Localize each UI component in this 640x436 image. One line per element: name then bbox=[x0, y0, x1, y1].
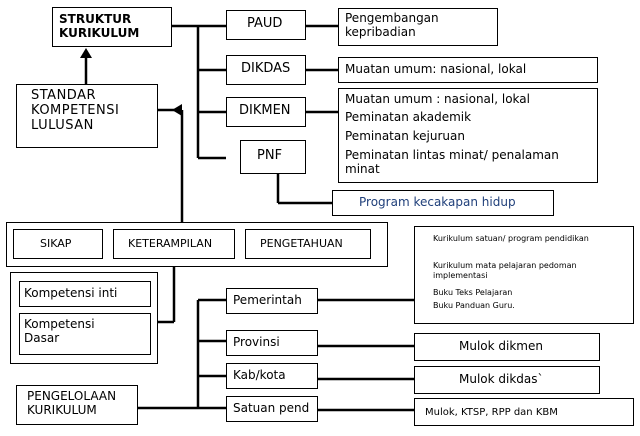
struktur-line2: KURIKULUM bbox=[59, 25, 140, 40]
kompetensi-dasar-box: Kompetensi Dasar bbox=[19, 313, 151, 355]
level-dikdas: DIKDAS bbox=[226, 55, 306, 85]
manager-kabkota-label: Kab/kota bbox=[233, 368, 286, 382]
outcome-dikdas-text: Muatan umum: nasional, lokal bbox=[345, 62, 527, 76]
struktur-line1: STRUKTUR bbox=[59, 12, 132, 26]
outcome-pnf: Program kecakapan hidup bbox=[332, 190, 554, 216]
outcome-paud-text: Pengembangan kepribadian bbox=[345, 11, 439, 39]
manager-pemerintah-label: Pemerintah bbox=[233, 293, 302, 307]
kompetensi-container: Kompetensi inti Kompetensi Dasar bbox=[10, 272, 158, 364]
level-pnf: PNF bbox=[240, 140, 306, 174]
manager-pemerintah: Pemerintah bbox=[226, 288, 318, 314]
kompetensi-dasar-label: Kompetensi Dasar bbox=[24, 317, 95, 345]
product-pemerintah: Kurikulum satuan/ program pendidikan Kur… bbox=[414, 226, 634, 324]
outcome-dikmen-item: Peminatan akademik bbox=[345, 110, 472, 124]
struktur-kurikulum-title: STRUKTUR KURIKULUM bbox=[59, 12, 140, 41]
level-paud-label: PAUD bbox=[247, 16, 283, 31]
pengelolaan-line1: PENGELOLAAN bbox=[27, 389, 117, 403]
outcome-pnf-text: Program kecakapan hidup bbox=[359, 195, 516, 209]
product-pemerintah-item: Kurikulum satuan/ program pendidikan bbox=[433, 234, 589, 243]
domain-pengetahuan-label: PENGETAHUAN bbox=[260, 237, 343, 250]
level-pnf-label: PNF bbox=[257, 148, 283, 163]
pengelolaan-line2: KURIKULUM bbox=[27, 402, 97, 417]
skl-line2: KOMPETENSI bbox=[31, 102, 120, 118]
outcome-dikmen-item: Muatan umum : nasional, lokal bbox=[345, 92, 530, 106]
domains-container: SIKAP KETERAMPILAN PENGETAHUAN bbox=[6, 222, 388, 267]
domain-keterampilan: KETERAMPILAN bbox=[113, 229, 235, 259]
level-paud: PAUD bbox=[226, 10, 306, 40]
product-kabkota-text: Mulok dikdas` bbox=[459, 372, 544, 386]
domain-keterampilan-label: KETERAMPILAN bbox=[128, 237, 213, 250]
product-pemerintah-item: Kurikulum mata pelajaran pedoman impleme… bbox=[433, 261, 577, 281]
level-dikmen: DIKMEN bbox=[226, 97, 306, 127]
level-dikmen-label: DIKMEN bbox=[239, 103, 291, 118]
outcome-dikmen: Muatan umum : nasional, lokal Peminatan … bbox=[338, 88, 598, 183]
product-provinsi-text: Mulok dikmen bbox=[459, 339, 543, 353]
product-kabkota: Mulok dikdas` bbox=[414, 366, 600, 394]
domain-pengetahuan: PENGETAHUAN bbox=[245, 229, 371, 259]
manager-kabkota: Kab/kota bbox=[226, 363, 318, 389]
skl-line3: LULUSAN bbox=[31, 117, 94, 133]
product-satuan: Mulok, KTSP, RPP dan KBM bbox=[414, 398, 634, 426]
outcome-dikdas: Muatan umum: nasional, lokal bbox=[338, 57, 598, 83]
outcome-dikmen-item: Peminatan kejuruan bbox=[345, 129, 465, 143]
outcome-dikmen-item: Peminatan lintas minat/ penalaman minat bbox=[345, 148, 559, 176]
domain-sikap: SIKAP bbox=[13, 229, 103, 259]
level-dikdas-label: DIKDAS bbox=[241, 61, 291, 76]
pengelolaan-box: PENGELOLAAN KURIKULUM bbox=[16, 385, 138, 425]
outcome-paud: Pengembangan kepribadian bbox=[338, 8, 498, 46]
product-provinsi: Mulok dikmen bbox=[414, 333, 600, 361]
kompetensi-inti-label: Kompetensi inti bbox=[24, 286, 118, 300]
product-pemerintah-item: Buku Teks Pelajaran bbox=[433, 288, 513, 297]
skl-box: STANDAR KOMPETENSI LULUSAN bbox=[16, 84, 158, 148]
product-satuan-text: Mulok, KTSP, RPP dan KBM bbox=[425, 407, 558, 418]
product-pemerintah-item: Buku Panduan Guru. bbox=[433, 301, 515, 310]
pengelolaan-title: PENGELOLAAN KURIKULUM bbox=[27, 389, 117, 418]
skl-title: STANDAR KOMPETENSI LULUSAN bbox=[31, 88, 120, 134]
manager-provinsi: Provinsi bbox=[226, 330, 318, 356]
skl-line1: STANDAR bbox=[31, 88, 97, 103]
domain-sikap-label: SIKAP bbox=[40, 237, 72, 250]
manager-provinsi-label: Provinsi bbox=[233, 335, 280, 349]
struktur-kurikulum-box: STRUKTUR KURIKULUM bbox=[52, 7, 172, 47]
kompetensi-inti-box: Kompetensi inti bbox=[19, 281, 151, 307]
manager-satuan: Satuan pend bbox=[226, 396, 318, 422]
manager-satuan-label: Satuan pend bbox=[233, 401, 310, 415]
